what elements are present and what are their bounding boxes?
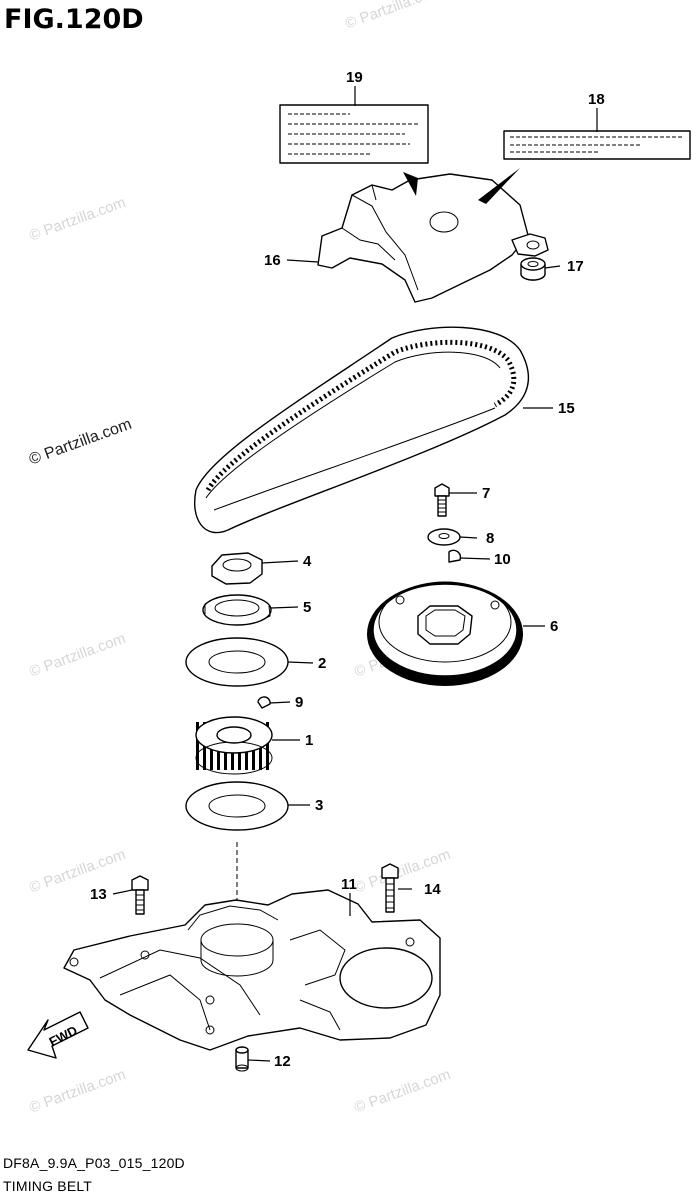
part-9-key[interactable] xyxy=(257,696,271,709)
callout-2[interactable]: 2 xyxy=(318,655,326,672)
callout-16[interactable]: 16 xyxy=(264,252,281,269)
figure-title: FIG.120D xyxy=(4,4,144,35)
part-3-guide-plate[interactable] xyxy=(185,781,289,831)
part-16-timing-belt-cover[interactable] xyxy=(317,168,549,303)
part-8-washer[interactable] xyxy=(427,528,461,546)
part-13-bolt[interactable] xyxy=(131,875,149,915)
fwd-direction-arrow: FWD xyxy=(27,1011,89,1059)
callout-7[interactable]: 7 xyxy=(482,485,490,502)
section-name: TIMING BELT xyxy=(3,1178,93,1194)
part-19-label-decal[interactable] xyxy=(279,104,429,164)
part-18-label-decal[interactable] xyxy=(503,130,691,160)
part-1-crankshaft-pulley[interactable] xyxy=(195,716,273,775)
callout-14[interactable]: 14 xyxy=(424,881,441,898)
callout-15[interactable]: 15 xyxy=(558,400,575,417)
callout-10[interactable]: 10 xyxy=(494,551,511,568)
callout-12[interactable]: 12 xyxy=(274,1053,291,1070)
callout-5[interactable]: 5 xyxy=(303,599,311,616)
diagram-code: DF8A_9.9A_P03_015_120D xyxy=(3,1155,185,1171)
part-6-camshaft-pulley[interactable] xyxy=(367,581,523,686)
callout-4[interactable]: 4 xyxy=(303,553,312,570)
part-14-bolt[interactable] xyxy=(381,863,399,913)
callout-11[interactable]: 11 xyxy=(341,876,357,893)
callout-19[interactable]: 19 xyxy=(346,69,363,86)
callout-17[interactable]: 17 xyxy=(567,258,584,275)
callout-3[interactable]: 3 xyxy=(315,797,323,814)
part-17-grommet[interactable] xyxy=(520,257,546,281)
part-15-timing-belt[interactable] xyxy=(194,326,530,534)
callout-1[interactable]: 1 xyxy=(305,732,313,749)
callout-9[interactable]: 9 xyxy=(295,694,303,711)
part-5-washer-plate[interactable] xyxy=(202,594,272,626)
part-11-timing-belt-base[interactable] xyxy=(63,889,441,1051)
part-4-nut[interactable] xyxy=(211,552,263,585)
leader-lines xyxy=(112,86,598,1062)
part-7-bolt[interactable] xyxy=(434,483,450,517)
callout-6[interactable]: 6 xyxy=(550,618,558,635)
callout-18[interactable]: 18 xyxy=(588,91,605,108)
part-12-dowel-pin[interactable] xyxy=(235,1046,249,1072)
callouts: 19 18 16 17 15 7 8 10 6 4 5 2 9 1 3 11 1… xyxy=(90,69,605,1070)
callout-8[interactable]: 8 xyxy=(486,530,494,547)
callout-13[interactable]: 13 xyxy=(90,886,107,903)
part-2-guide-plate[interactable] xyxy=(185,637,289,687)
part-10-key[interactable] xyxy=(448,549,462,563)
